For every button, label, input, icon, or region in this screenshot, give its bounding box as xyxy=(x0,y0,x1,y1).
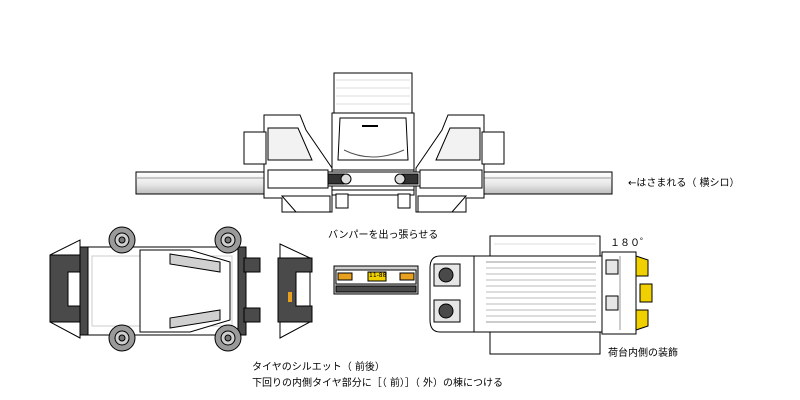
windshield xyxy=(337,117,409,161)
tire-annotation-line1: タイヤのシルエット（ 前後） xyxy=(252,362,385,373)
left-side-beam xyxy=(135,171,269,195)
rear-plate xyxy=(639,283,653,303)
right-side-beam xyxy=(483,171,613,195)
roof-flap xyxy=(333,72,413,114)
tire-annotation-line2: 下回りの内側タイヤ部分に［（ 前）］（ 外）の棟につける xyxy=(252,378,504,389)
cargo-bed-floor xyxy=(473,255,603,333)
cab-net xyxy=(135,72,613,213)
bumper-piece xyxy=(333,265,419,295)
cargo-decor-annotation: 荷台内側の装飾 xyxy=(608,348,678,359)
left-headlight xyxy=(340,173,352,185)
tire-rear-left xyxy=(108,324,136,352)
cargo-bed-net xyxy=(429,235,653,355)
right-headlight xyxy=(394,173,406,185)
tire-front-left xyxy=(108,226,136,254)
tire-rear-right xyxy=(214,324,242,352)
bumper-plate xyxy=(367,271,387,282)
tuck-in-annotation: ←はさまれる（ 横シロ） xyxy=(628,178,740,189)
rotate-annotation: １８０゜ xyxy=(610,238,650,249)
bumper-annotation: バンパーを出っ張らせる xyxy=(328,230,439,241)
tire-front-right xyxy=(214,226,242,254)
plate-number-label: 11-88 xyxy=(369,272,387,279)
chassis-net xyxy=(49,226,313,352)
